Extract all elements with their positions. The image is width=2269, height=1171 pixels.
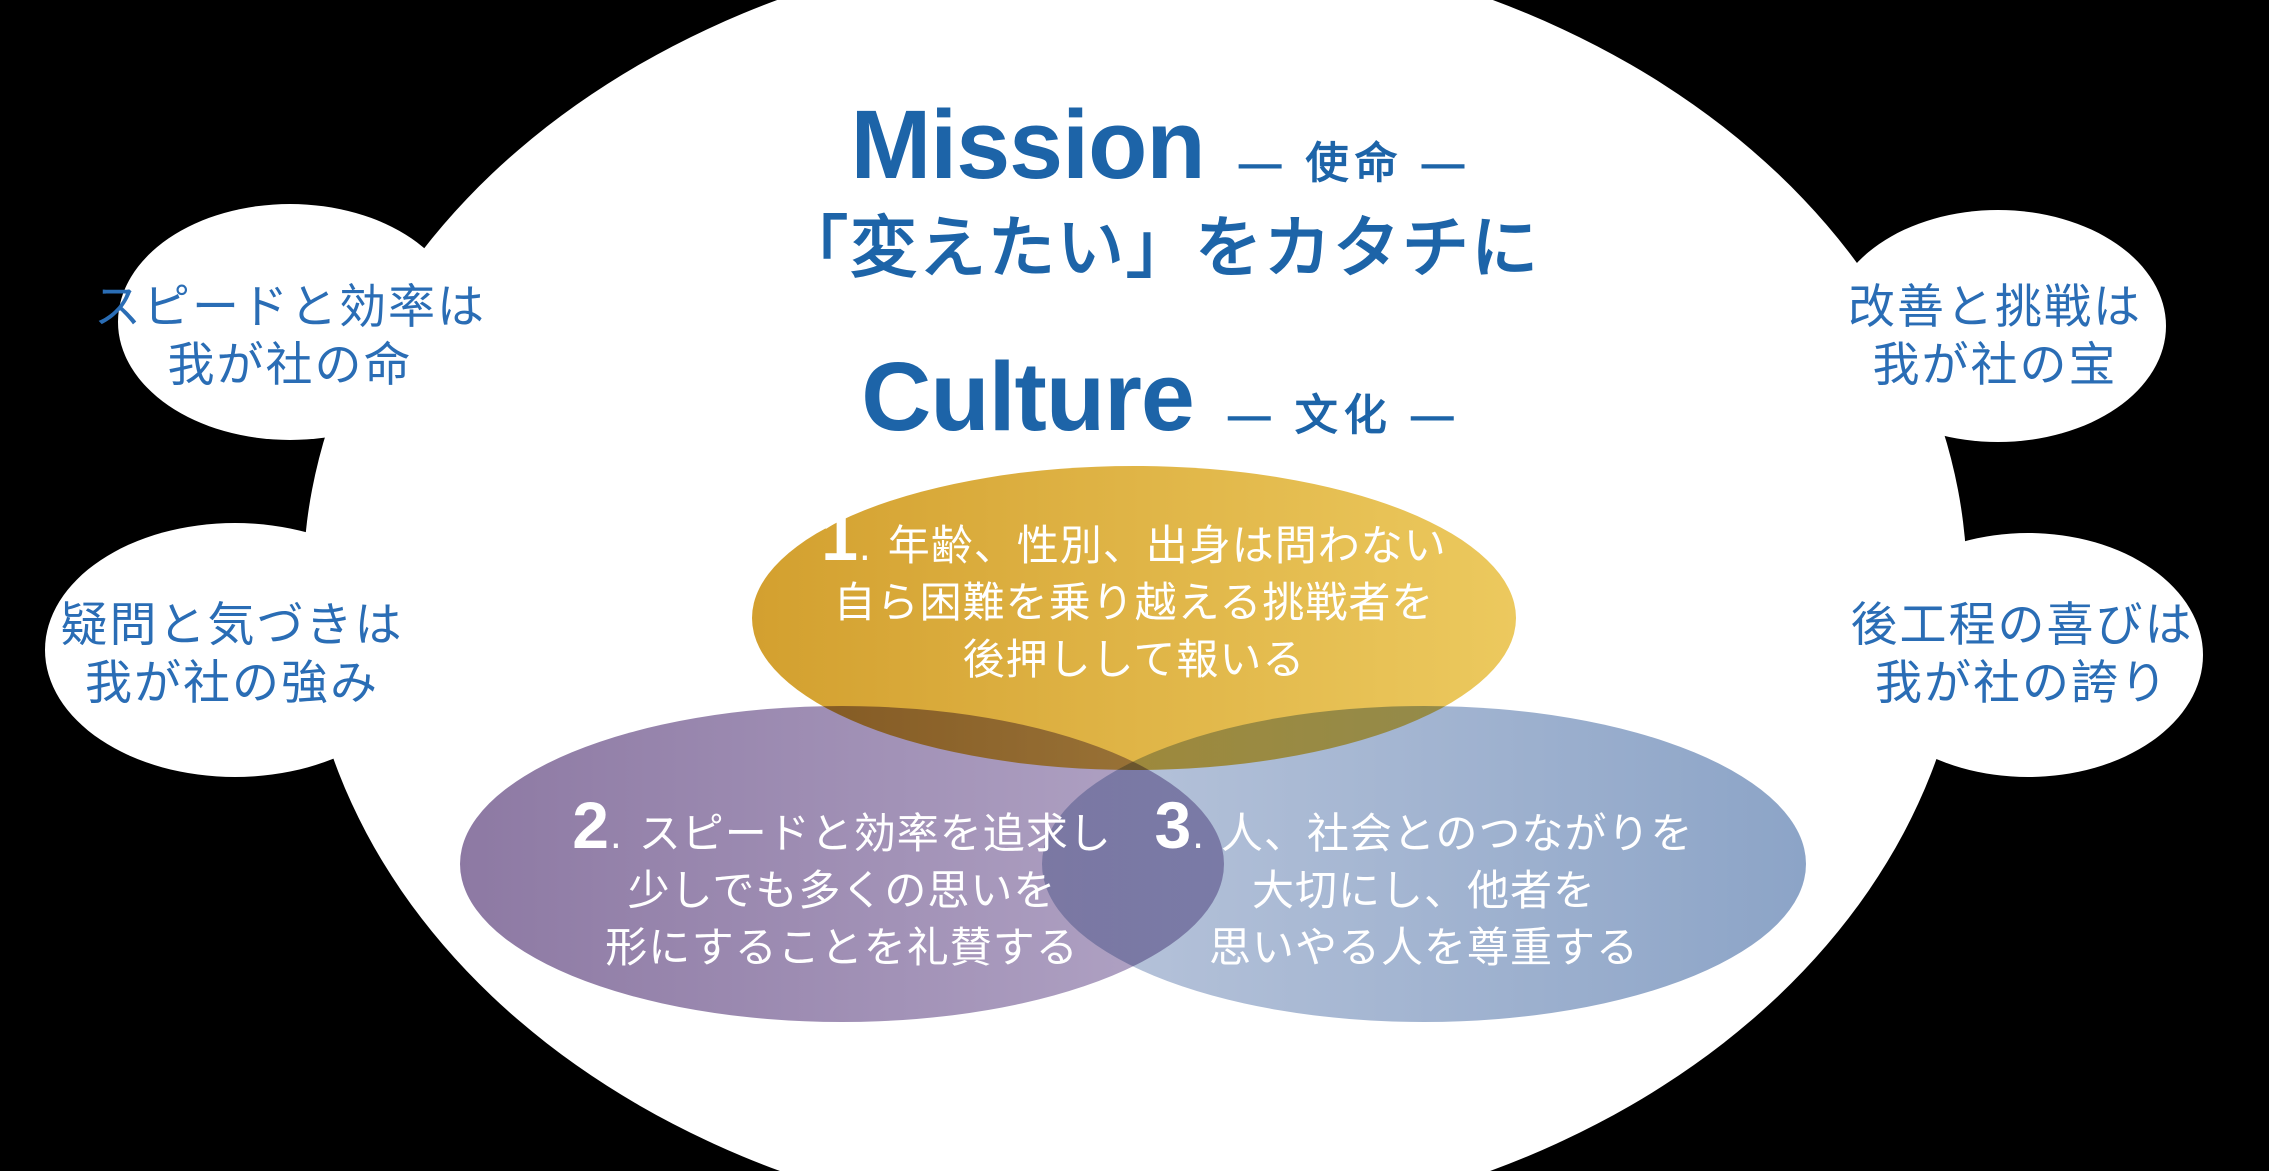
- value-line-text: 年齢、性別、出身は問わない: [887, 521, 1447, 569]
- value-1-text: 1. 年齢、性別、出身は問わない 自ら困難を乗り越える挑戦者を 後押しして報いる: [752, 466, 1516, 770]
- note-line: 我が社の命: [167, 338, 413, 391]
- value-number-dot: .: [859, 521, 872, 569]
- corner-note-mid-left: 疑問と気づきは 我が社の強み: [22, 596, 442, 712]
- note-line: 我が社の強み: [85, 656, 379, 709]
- value-line: 後押しして報いる: [962, 635, 1306, 683]
- note-line: 改善と挑戦は: [1848, 280, 2142, 333]
- value-line: 形にすることを礼賛する: [605, 923, 1079, 971]
- mission-title-row: Mission— 使命 —: [52, 96, 2269, 193]
- value-line: 3. 人、社会とのつながりを: [1154, 787, 1694, 862]
- culture-title: Culture: [861, 342, 1194, 452]
- note-line: 我が社の宝: [1872, 338, 2118, 391]
- value-number: 2: [572, 787, 611, 862]
- note-line: 我が社の誇り: [1875, 656, 2169, 709]
- value-2-text: 2. スピードと効率を追求し 少しでも多くの思いを 形にすることを礼賛する: [460, 706, 1224, 1022]
- culture-title-row: Culture— 文化 —: [52, 348, 2269, 445]
- value-line-text: スピードと効率を追求し: [638, 809, 1112, 857]
- value-line-text: 人、社会とのつながりを: [1220, 809, 1694, 857]
- value-line: 1. 年齢、性別、出身は問わない: [821, 499, 1447, 574]
- corner-note-top-left: スピードと効率は 我が社の命: [80, 278, 500, 394]
- value-line: 大切にし、他者を: [1251, 866, 1596, 914]
- mission-tagline: 「変えたい」をカタチに: [781, 211, 1540, 286]
- value-number-dot: .: [1192, 809, 1205, 857]
- note-line: 後工程の喜びは: [1850, 598, 2194, 651]
- corner-note-top-right: 改善と挑戦は 我が社の宝: [1785, 278, 2205, 394]
- value-number: 1: [821, 499, 860, 574]
- culture-subtitle-ja: — 文化 —: [1227, 392, 1460, 441]
- value-3-ellipse: [1042, 706, 1806, 1022]
- value-line: 少しでも多くの思いを: [627, 866, 1057, 914]
- mission-title: Mission: [850, 90, 1205, 199]
- value-number: 3: [1154, 787, 1193, 862]
- corner-note-mid-right: 後工程の喜びは 我が社の誇り: [1812, 596, 2232, 712]
- value-line: 思いやる人を尊重する: [1208, 923, 1639, 971]
- header: Mission— 使命 — 「変えたい」をカタチに Culture— 文化 —: [0, 96, 2269, 445]
- note-line: スピードと効率は: [94, 280, 486, 333]
- note-line: 疑問と気づきは: [60, 598, 404, 651]
- value-line: 2. スピードと効率を追求し: [572, 787, 1112, 862]
- value-3-text: 3. 人、社会とのつながりを 大切にし、他者を 思いやる人を尊重する: [1042, 706, 1806, 1022]
- value-number-dot: .: [610, 809, 623, 857]
- value-line: 自ら困難を乗り越える挑戦者を: [833, 578, 1435, 626]
- mission-subtitle-ja: — 使命 —: [1238, 140, 1471, 188]
